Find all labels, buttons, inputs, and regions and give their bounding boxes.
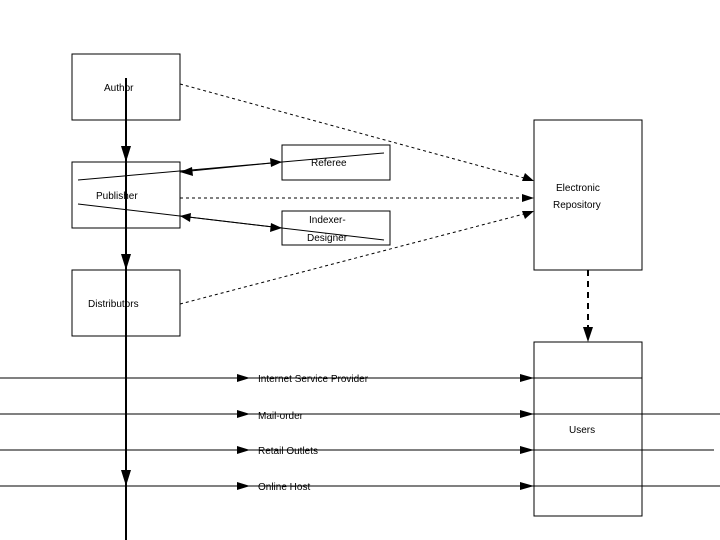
mail-order-users-arrowhead <box>520 410 534 418</box>
distributors-to-repository-arrow <box>179 213 525 305</box>
referee-label: Referee <box>311 158 347 169</box>
online-host-mid-arrowhead <box>237 482 250 490</box>
users-label: Users <box>569 425 595 436</box>
indexer-label-line1: Indexer- <box>309 215 346 226</box>
mail-order-channel-label: Mail-order <box>258 411 304 422</box>
distributors-to-repository-arrowhead <box>522 211 534 219</box>
author-to-repository-arrowhead <box>522 173 534 181</box>
online-host-channel-label: Online Host <box>258 482 310 493</box>
publisher-to-repository-arrowhead <box>522 194 534 202</box>
repository-label-line1: Electronic <box>556 183 600 194</box>
referee-to-publisher-arrowhead <box>180 167 193 176</box>
repository-label-line2: Repository <box>553 200 601 211</box>
isp-mid-arrowhead <box>237 374 250 382</box>
indexer-label-line2: Designer <box>307 233 348 244</box>
isp-users-arrowhead <box>520 374 534 382</box>
retail-users-arrowhead <box>520 446 534 454</box>
retail-channel-label: Retail Outlets <box>258 446 318 457</box>
distribution-down-arrowhead <box>121 470 131 486</box>
referee-box <box>281 144 391 181</box>
distributors-label: Distributors <box>88 299 139 310</box>
indexer-to-publisher-arrowhead <box>180 213 191 222</box>
mail-order-mid-arrowhead <box>237 410 250 418</box>
retail-mid-arrowhead <box>237 446 250 454</box>
indexer-designer-box <box>281 210 391 246</box>
repository-to-users-arrowhead <box>583 327 593 342</box>
electronic-repository-box <box>533 119 643 271</box>
author-label: Author <box>104 83 134 94</box>
referee-crossing-line <box>77 152 385 181</box>
publisher-to-distributors-arrowhead <box>121 254 131 270</box>
online-host-users-arrowhead <box>520 482 534 490</box>
publisher-label: Publisher <box>96 191 138 202</box>
users-box <box>533 341 643 517</box>
isp-channel-label: Internet Service Provider <box>258 374 369 385</box>
author-to-publisher-arrowhead <box>121 146 131 162</box>
indexer-crossing-line <box>77 203 385 241</box>
